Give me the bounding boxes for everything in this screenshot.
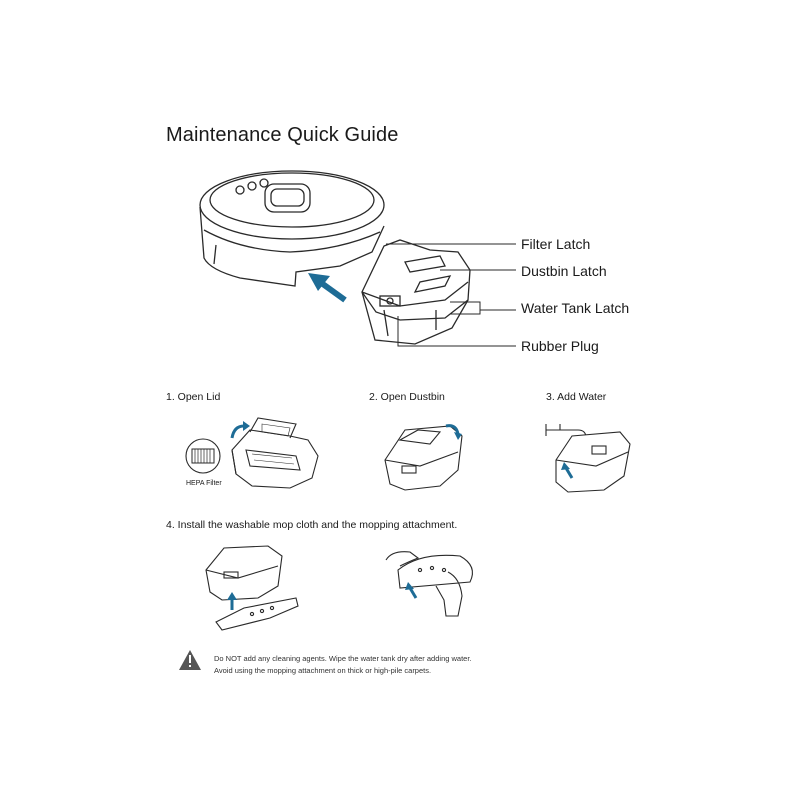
dustbin-illustration [361,239,471,345]
step-2-label: 2. Open Dustbin [369,391,445,403]
step-4-label: 4. Install the washable mop cloth and th… [166,519,458,531]
warning-icon [179,650,201,670]
warning-line-1: Do NOT add any cleaning agents. Wipe the… [214,654,472,663]
arrow-icon [308,273,347,303]
hepa-filter-label: HEPA Filter [186,480,222,487]
warning-text: Do NOT add any cleaning agents. Wipe the… [214,653,472,677]
callout-rubber-plug: Rubber Plug [521,338,599,354]
callout-filter-latch: Filter Latch [521,236,591,252]
step-3-label: 3. Add Water [546,391,607,403]
page-title: Maintenance Quick Guide [166,124,399,146]
step-1-label: 1. Open Lid [166,391,221,403]
hepa-filter-icon [185,438,221,474]
callout-water-tank-latch: Water Tank Latch [521,300,630,316]
robot-vacuum-illustration [199,170,385,287]
warning-line-2: Avoid using the mopping attachment on th… [214,666,432,675]
callout-dustbin-latch: Dustbin Latch [521,263,607,279]
